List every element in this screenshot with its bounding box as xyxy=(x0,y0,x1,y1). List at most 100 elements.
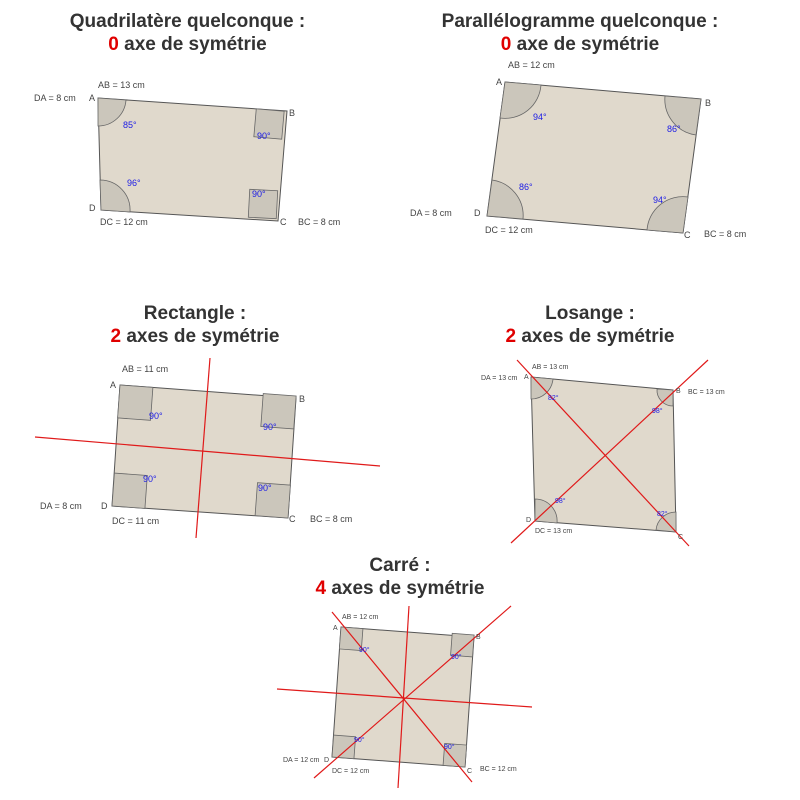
carre-axis-diagonal-AC xyxy=(331,611,473,783)
para-title-line2: 0 axe de symétrie xyxy=(410,33,750,56)
losange-vertex-D: D xyxy=(526,517,531,524)
rect-angle-mark-A xyxy=(117,384,154,421)
rect-angle-B: 90° xyxy=(263,422,277,432)
rect-side-DC: DC = 11 cm xyxy=(112,516,159,526)
losange-angle-A: 82° xyxy=(548,394,559,402)
quad-vertex-A: A xyxy=(89,93,95,103)
carre-angle-B: 90° xyxy=(451,653,462,661)
quad-title-line2: 0 axe de symétrie xyxy=(40,33,335,56)
carre-angle-D: 90° xyxy=(354,736,365,744)
para-angle-mark-A xyxy=(499,81,542,119)
quad-vertex-D: D xyxy=(89,203,96,213)
rect-axis-vertical xyxy=(195,357,211,539)
quad-angle-mark-C xyxy=(247,188,279,220)
losange-side-BC: BC = 13 cm xyxy=(688,389,725,396)
quad-axes-count: 0 xyxy=(108,34,119,55)
para-vertex-C: C xyxy=(684,230,691,240)
losange-side-DC: DC = 13 cm xyxy=(535,528,572,535)
para-axes-text: axe de symétrie xyxy=(516,34,660,55)
para-side-DC: DC = 12 cm xyxy=(485,225,533,235)
para-vertex-B: B xyxy=(705,98,711,108)
losange-angle-B: 98° xyxy=(652,407,663,415)
para-figure: A B C D AB = 12 cm DA = 8 cm DC = 12 cm … xyxy=(410,60,746,240)
losange-axes-text: axes de symétrie xyxy=(521,326,675,347)
carre-axes-text: axes de symétrie xyxy=(331,578,485,599)
rect-figure: A B C D AB = 11 cm DA = 8 cm DC = 11 cm … xyxy=(34,357,381,539)
quad-angle-mark-D xyxy=(99,179,131,213)
para-angle-B: 86° xyxy=(667,124,681,134)
rect-side-DA: DA = 8 cm xyxy=(40,501,82,511)
rect-axis-horizontal xyxy=(34,436,381,467)
carre-title-line1: Carré : xyxy=(369,555,431,576)
rect-vertex-B: B xyxy=(299,394,305,404)
carre-angle-A: 90° xyxy=(359,646,370,654)
losange-angle-C: 82° xyxy=(657,510,668,518)
carre-title-line2: 4 axes de symétrie xyxy=(290,577,510,600)
para-side-AB: AB = 12 cm xyxy=(508,60,555,70)
rect-title: Rectangle : 2 axes de symétrie xyxy=(70,302,320,348)
para-angle-mark-C xyxy=(646,196,689,234)
carre-axis-diagonal-BD xyxy=(313,605,512,779)
carre-vertex-B: B xyxy=(476,634,481,641)
losange-vertex-A: A xyxy=(524,374,529,381)
carre-axis-vertical xyxy=(397,605,410,789)
rect-angle-mark-B xyxy=(260,393,297,430)
carre-vertex-D: D xyxy=(324,757,329,764)
quad-angle-D: 96° xyxy=(127,178,141,188)
quad-shape xyxy=(97,97,288,222)
losange-angle-D: 98° xyxy=(555,497,566,505)
quad-axes-text: axe de symétrie xyxy=(124,34,267,55)
rect-axes-count: 2 xyxy=(110,326,122,347)
losange-axis-BD xyxy=(510,359,709,544)
quad-figure: A B C D AB = 13 cm DA = 8 cm DC = 12 cm … xyxy=(34,80,340,227)
quad-angle-A: 85° xyxy=(123,120,137,130)
quad-title: Quadrilatère quelconque : 0 axe de symét… xyxy=(40,10,335,56)
carre-axis-horizontal xyxy=(276,688,533,708)
carre-angle-mark-A xyxy=(338,626,364,652)
carre-side-AB: AB = 12 cm xyxy=(342,614,379,621)
carre-vertex-A: A xyxy=(333,625,338,632)
carre-angle-mark-B xyxy=(450,632,475,658)
carre-vertex-C: C xyxy=(467,768,472,775)
losange-title-line2: 2 axes de symétrie xyxy=(470,325,710,348)
carre-figure: A B C D AB = 12 cm DA = 12 cm DC = 12 cm… xyxy=(276,605,533,789)
carre-side-DC: DC = 12 cm xyxy=(332,768,369,775)
rect-angle-D: 90° xyxy=(143,474,157,484)
losange-title: Losange : 2 axes de symétrie xyxy=(470,302,710,348)
quad-angle-B: 90° xyxy=(257,131,271,141)
rect-vertex-D: D xyxy=(101,501,108,511)
rect-title-line1: Rectangle : xyxy=(143,303,247,324)
rect-angle-A: 90° xyxy=(149,411,163,421)
para-angle-A: 94° xyxy=(533,112,547,122)
para-title: Parallélogramme quelconque : 0 axe de sy… xyxy=(410,10,750,56)
carre-angle-C: 90° xyxy=(444,743,455,751)
losange-side-DA: DA = 13 cm xyxy=(481,375,518,382)
carre-angle-mark-C xyxy=(442,742,468,768)
losange-angle-mark-B xyxy=(656,388,674,407)
rect-title-line2: 2 axes de symétrie xyxy=(70,325,320,348)
para-vertex-D: D xyxy=(474,208,481,218)
losange-axes-count: 2 xyxy=(505,326,517,347)
para-side-DA: DA = 8 cm xyxy=(410,208,452,218)
carre-angle-mark-D xyxy=(331,734,357,760)
quad-vertex-C: C xyxy=(280,217,287,227)
para-title-line1: Parallélogramme quelconque : xyxy=(441,11,719,32)
quad-title-line1: Quadrilatère quelconque : xyxy=(69,11,306,32)
rect-vertex-C: C xyxy=(289,514,296,524)
para-angle-mark-D xyxy=(486,179,524,220)
losange-vertex-C: C xyxy=(678,534,683,541)
rect-angle-C: 90° xyxy=(258,483,272,493)
losange-side-AB: AB = 13 cm xyxy=(532,364,569,371)
quad-side-DC: DC = 12 cm xyxy=(100,217,148,227)
quad-side-DA: DA = 8 cm xyxy=(34,93,76,103)
losange-title-line1: Losange : xyxy=(545,303,635,324)
losange-axis-AC xyxy=(516,359,690,547)
losange-figure: A B C D AB = 13 cm DA = 13 cm DC = 13 cm… xyxy=(481,359,725,547)
quad-angle-C: 90° xyxy=(252,189,266,199)
rect-angle-mark-C xyxy=(254,482,291,519)
rect-axes-text: axes de symétrie xyxy=(126,326,280,347)
losange-vertex-B: B xyxy=(676,388,681,395)
quad-side-AB: AB = 13 cm xyxy=(98,80,145,90)
rect-vertex-A: A xyxy=(110,380,116,390)
